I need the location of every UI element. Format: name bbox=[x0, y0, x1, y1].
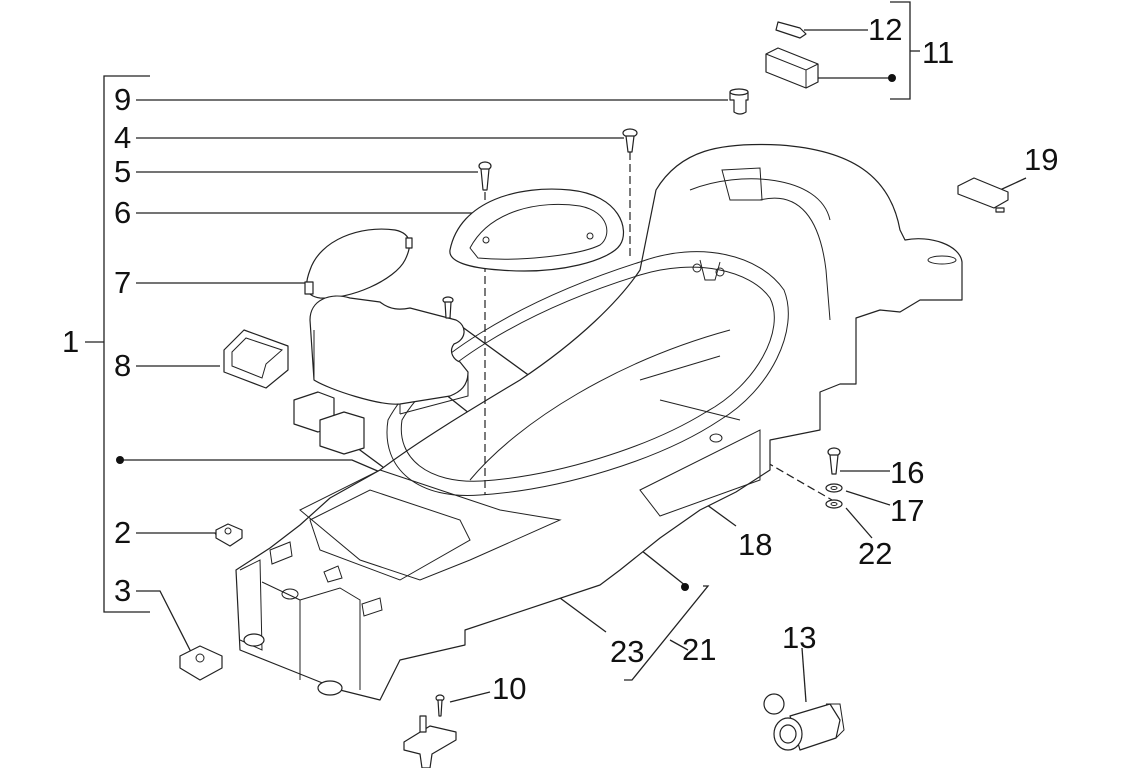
callout-dots bbox=[116, 74, 896, 591]
bracket-group-1 bbox=[85, 75, 150, 613]
callout-5: 5 bbox=[114, 154, 132, 189]
callout-4: 4 bbox=[114, 120, 132, 155]
callout-11: 11 bbox=[922, 35, 955, 70]
part-23-foam-blocks bbox=[293, 391, 365, 455]
callout-16: 16 bbox=[890, 455, 925, 490]
callout-17: 17 bbox=[890, 493, 925, 528]
callout-18: 18 bbox=[738, 527, 773, 562]
callout-21: 21 bbox=[682, 632, 717, 667]
battery-pad bbox=[309, 295, 469, 415]
bracket-group-11 bbox=[890, 1, 920, 100]
part-6-cover bbox=[449, 188, 624, 272]
part-4-screw bbox=[622, 128, 638, 260]
callout-3: 3 bbox=[114, 573, 132, 608]
callout-9: 9 bbox=[114, 82, 132, 117]
bracket-group-21 bbox=[624, 585, 710, 681]
part-18-screw bbox=[442, 296, 454, 319]
part-10-bracket bbox=[403, 694, 457, 768]
callout-22: 22 bbox=[858, 536, 893, 571]
part-13-power-socket bbox=[763, 693, 845, 751]
callout-13: 13 bbox=[782, 620, 817, 655]
part-19-cap bbox=[957, 177, 1009, 213]
callout-2: 2 bbox=[114, 515, 132, 550]
callout-1: 1 bbox=[62, 324, 80, 359]
callout-6: 6 bbox=[114, 195, 132, 230]
callout-19: 19 bbox=[1024, 142, 1059, 177]
callout-10: 10 bbox=[492, 671, 527, 706]
part-8-tray bbox=[223, 329, 289, 389]
callout-8: 8 bbox=[114, 348, 132, 383]
callout-23: 23 bbox=[610, 634, 645, 669]
callout-7: 7 bbox=[114, 265, 132, 300]
part-12-pin bbox=[775, 21, 807, 39]
part-9-bushing bbox=[729, 88, 749, 115]
parts-16-17-22-fasteners bbox=[825, 447, 843, 509]
part-11-latch-block bbox=[765, 47, 819, 89]
part-7-gasket bbox=[304, 228, 413, 299]
callout-12: 12 bbox=[868, 12, 903, 47]
helmet-compartment bbox=[235, 143, 963, 701]
part-3-clip bbox=[179, 645, 223, 681]
part-2-clip bbox=[215, 523, 243, 547]
